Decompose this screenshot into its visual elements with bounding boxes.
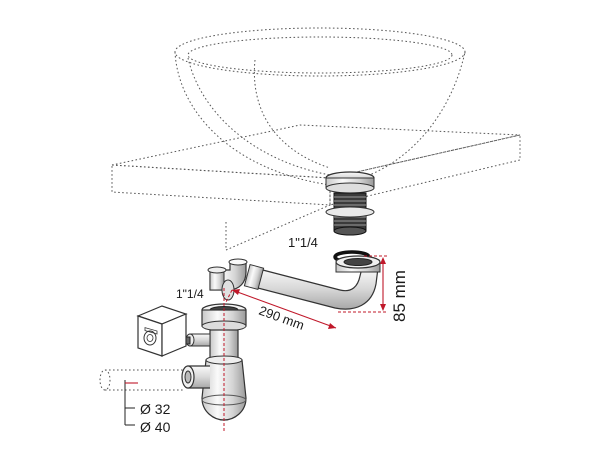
diameter-bracket [124,380,138,426]
label-dia-large: Ø 40 [140,419,171,435]
washing-machine-icon [136,305,188,357]
wash-basin [174,27,466,186]
elbow-fitting [207,258,248,301]
dimension-height [338,255,388,313]
label-dia-small: Ø 32 [140,401,171,417]
extension-pipe [243,255,381,310]
waste-valve [325,171,375,236]
wall-outlet-pipe [99,369,185,391]
label-height: 85 mm [390,270,409,322]
countertop [111,124,521,251]
dimension-pipe-length [225,289,337,329]
label-pipe-length: 290 mm [257,303,306,333]
label-top-thread: 1"1/4 [288,235,318,250]
label-side-thread: 1"1/4 [176,287,204,301]
